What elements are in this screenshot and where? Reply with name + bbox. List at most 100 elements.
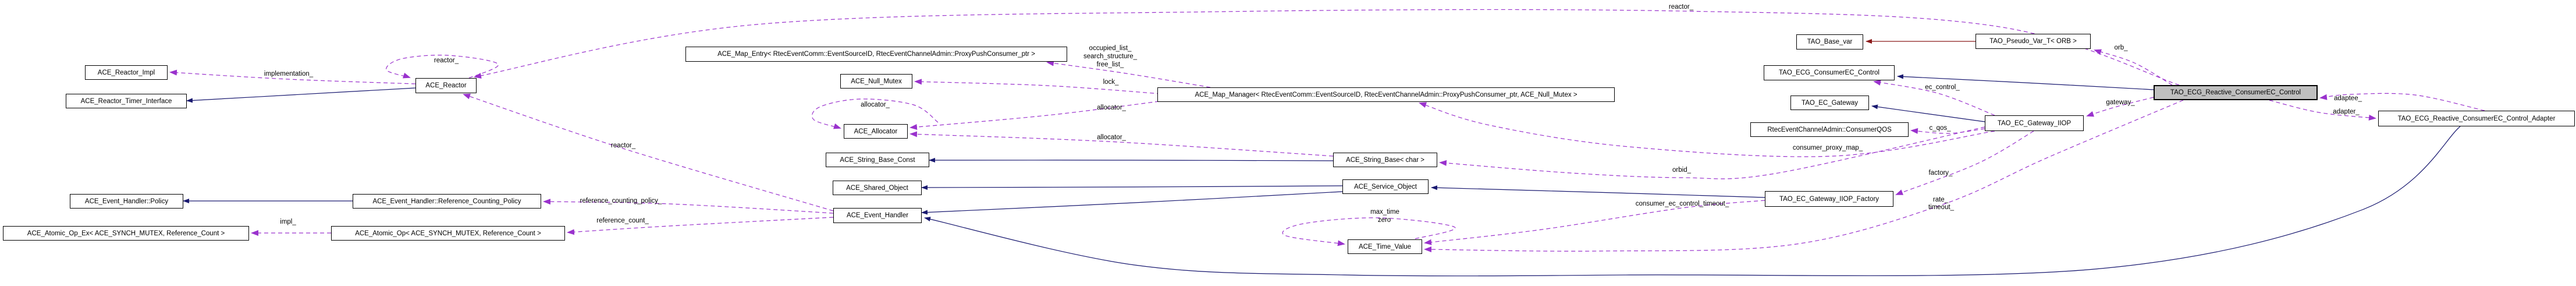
edge-label-max-time: max_time — [1370, 209, 1399, 216]
node-label: ACE_Map_Manager< RtecEventComm::EventSou… — [1195, 91, 1577, 98]
edge-tao-ec-gateway-iiop-to-tao-ec-gateway-iiop-factory — [1895, 130, 2034, 195]
edge-event-handler-to-atomic-op — [567, 217, 834, 235]
node-map-manager[interactable]: ACE_Map_Manager< RtecEventComm::EventSou… — [1157, 87, 1615, 102]
edge-label-reference-counting-policy-: reference_counting_policy_ — [580, 197, 662, 204]
node-label: ACE_Reactor — [425, 82, 467, 89]
node-label: TAO_EC_Gateway_IIOP — [1997, 119, 2072, 127]
edge-service-object-to-event-handler — [921, 191, 1343, 215]
edge-label-c-qos-: c_qos_ — [1929, 125, 1951, 132]
edge-label-orb-: orb_ — [2114, 44, 2128, 51]
edge-map-manager-to-map-entry — [1046, 60, 1211, 88]
node-label: ACE_String_Base_Const — [840, 156, 915, 164]
edge-label-reactor-: reactor_ — [610, 142, 636, 149]
edge-label-free-list-: free_list_ — [1096, 61, 1124, 68]
node-label: ACE_Shared_Object — [846, 184, 908, 192]
edge-label-gateway-: gateway_ — [2106, 99, 2135, 106]
node-label: TAO_ECG_Reactive_ConsumerEC_Control_Adap… — [2397, 115, 2556, 122]
node-label: ACE_Reactor_Timer_Interface — [80, 97, 172, 105]
node-tao-base-var[interactable]: TAO_Base_var — [1796, 34, 1863, 50]
edge-string-base-char-to-string-base-const — [929, 157, 1334, 163]
node-label: ACE_Time_Value — [1358, 243, 1412, 250]
edge-label-adapter-: adapter_ — [2333, 108, 2360, 115]
edge-label-allocator-: allocator_ — [1097, 104, 1126, 111]
node-label: ACE_Null_Mutex — [851, 77, 902, 85]
edge-tao-ecg-reactive-consumerec-control-adapter-to-tao-ecg-reactive-consumerec-control — [2319, 93, 2485, 111]
edge-tao-ec-gateway-iiop-to-tao-ecg-consumerec-control — [1873, 80, 1995, 116]
edge-string-base-char-to-allocator — [909, 131, 1334, 157]
edge-tao-ecg-reactive-consumerec-control-to-tao-ecg-consumerec-control — [1897, 74, 2154, 90]
node-label: ACE_String_Base< char > — [1346, 156, 1424, 164]
edge-map-manager-to-allocator — [909, 101, 1160, 130]
node-event-handler[interactable]: ACE_Event_Handler — [833, 208, 922, 223]
node-label: ACE_Event_Handler — [846, 212, 909, 219]
node-label: ACE_Atomic_Op< ACE_SYNCH_MUTEX, Referenc… — [355, 229, 541, 237]
node-reactor[interactable]: ACE_Reactor — [415, 78, 477, 93]
node-tao-ec-gateway-iiop-factory[interactable]: TAO_EC_Gateway_IIOP_Factory — [1765, 191, 1893, 207]
edge-event-handler-to-reactor — [463, 93, 834, 211]
node-time-value[interactable]: ACE_Time_Value — [1348, 239, 1422, 254]
node-string-base-char[interactable]: ACE_String_Base< char > — [1333, 153, 1437, 167]
edge-tao-ecg-reactive-consumerec-control-adapter-to-event-handler — [924, 126, 2461, 277]
node-reactor-timer-interface[interactable]: ACE_Reactor_Timer_Interface — [66, 94, 187, 108]
node-tao-ec-gateway-iiop[interactable]: TAO_EC_Gateway_IIOP — [1985, 115, 2084, 131]
edge-allocator-to-allocator — [811, 98, 939, 129]
edge-label-consumer-ec-control-timeout-: consumer_ec_control_timeout_ — [1635, 200, 1729, 207]
edge-service-object-to-shared-object — [921, 185, 1343, 190]
node-atomic-op-ex[interactable]: ACE_Atomic_Op_Ex< ACE_SYNCH_MUTEX, Refer… — [3, 226, 249, 241]
node-tao-ecg-consumerec-control[interactable]: TAO_ECG_ConsumerEC_Control — [1764, 65, 1895, 80]
node-atomic-op[interactable]: ACE_Atomic_Op< ACE_SYNCH_MUTEX, Referenc… — [331, 226, 565, 241]
edge-reactor-to-reactor-impl — [169, 69, 416, 84]
edge-reactor-to-reactor — [386, 55, 499, 79]
node-label: TAO_EC_Gateway — [1802, 99, 1858, 107]
edge-tao-ecg-reactive-consumerec-control-to-tao-ec-gateway-iiop — [2086, 97, 2154, 117]
node-rtec-consumer-qos[interactable]: RtecEventChannelAdmin::ConsumerQOS — [1750, 122, 1909, 137]
node-label: ACE_Atomic_Op_Ex< ACE_SYNCH_MUTEX, Refer… — [27, 229, 225, 237]
edge-label-rate-: rate_ — [1932, 196, 1949, 203]
edge-label-search-structure-: search_structure_ — [1083, 53, 1138, 60]
node-service-object[interactable]: ACE_Service_Object — [1342, 179, 1429, 194]
node-tao-ecg-reactive-consumerec-control-adapter[interactable]: TAO_ECG_Reactive_ConsumerEC_Control_Adap… — [2378, 111, 2575, 126]
node-shared-object[interactable]: ACE_Shared_Object — [833, 181, 922, 195]
node-label: TAO_ECG_Reactive_ConsumerEC_Control — [2170, 89, 2301, 96]
edge-label-factory-: factory_ — [1928, 170, 1953, 176]
node-label: TAO_ECG_ConsumerEC_Control — [1779, 69, 1879, 76]
edge-label-reactor-: reactor_ — [1668, 3, 1694, 10]
edge-tao-ec-gateway-iiop-to-map-manager — [1419, 102, 1995, 157]
edge-label-lock-: lock_ — [1103, 79, 1119, 86]
node-null-mutex[interactable]: ACE_Null_Mutex — [840, 74, 912, 89]
node-label: ACE_Allocator — [854, 128, 898, 135]
edge-tao-ec-gateway-iiop-factory-to-service-object — [1431, 185, 1765, 198]
node-allocator[interactable]: ACE_Allocator — [844, 124, 908, 139]
node-event-handler-policy[interactable]: ACE_Event_Handler::Policy — [70, 194, 183, 209]
edge-tao-ecg-reactive-consumerec-control-to-reactor — [474, 9, 2180, 86]
node-label: TAO_Base_var — [1807, 38, 1853, 45]
node-tao-pseudo-var-t[interactable]: TAO_Pseudo_Var_T< ORB > — [1975, 34, 2091, 49]
node-tao-ecg-reactive-consumerec-control[interactable]: TAO_ECG_Reactive_ConsumerEC_Control — [2154, 85, 2318, 100]
edge-label-adaptee-: adaptee_ — [2334, 95, 2362, 102]
edge-label-occupied-list-: occupied_list_ — [1089, 45, 1132, 52]
edge-label-consumer-proxy-map-: consumer_proxy_map_ — [1792, 144, 1863, 151]
node-ref-counting-policy[interactable]: ACE_Event_Handler::Reference_Counting_Po… — [353, 194, 541, 209]
node-label: RtecEventChannelAdmin::ConsumerQOS — [1767, 126, 1892, 133]
edge-tao-ec-gateway-iiop-to-tao-ec-gateway — [1871, 104, 1985, 122]
node-label: ACE_Event_Handler::Reference_Counting_Po… — [372, 197, 521, 205]
node-label: ACE_Event_Handler::Policy — [84, 197, 169, 205]
edge-time-value-to-time-value — [1282, 217, 1456, 246]
node-map-entry[interactable]: ACE_Map_Entry< RtecEventComm::EventSourc… — [685, 47, 1067, 62]
node-label: TAO_Pseudo_Var_T< ORB > — [1989, 38, 2077, 45]
edge-label-allocator-: allocator_ — [861, 101, 890, 108]
edge-label-impl-: impl_ — [280, 218, 296, 225]
edge-label-implementation-: implementation_ — [264, 70, 314, 77]
edge-label-zero: zero — [1377, 217, 1391, 224]
edge-reactor-to-reactor-timer-interface — [186, 87, 416, 103]
edge-event-handler-to-ref-counting-policy — [543, 199, 834, 214]
node-reactor-impl[interactable]: ACE_Reactor_Impl — [85, 65, 168, 80]
edge-label-reactor-: reactor_ — [434, 57, 459, 64]
node-tao-ec-gateway[interactable]: TAO_EC_Gateway — [1790, 96, 1869, 110]
node-string-base-const[interactable]: ACE_String_Base_Const — [826, 153, 929, 167]
edge-label-allocator-: allocator_ — [1097, 134, 1126, 141]
edge-tao-ecg-reactive-consumerec-control-to-tao-ecg-reactive-consumerec-control-adapter — [2269, 100, 2376, 121]
node-label: TAO_EC_Gateway_IIOP_Factory — [1779, 195, 1879, 203]
